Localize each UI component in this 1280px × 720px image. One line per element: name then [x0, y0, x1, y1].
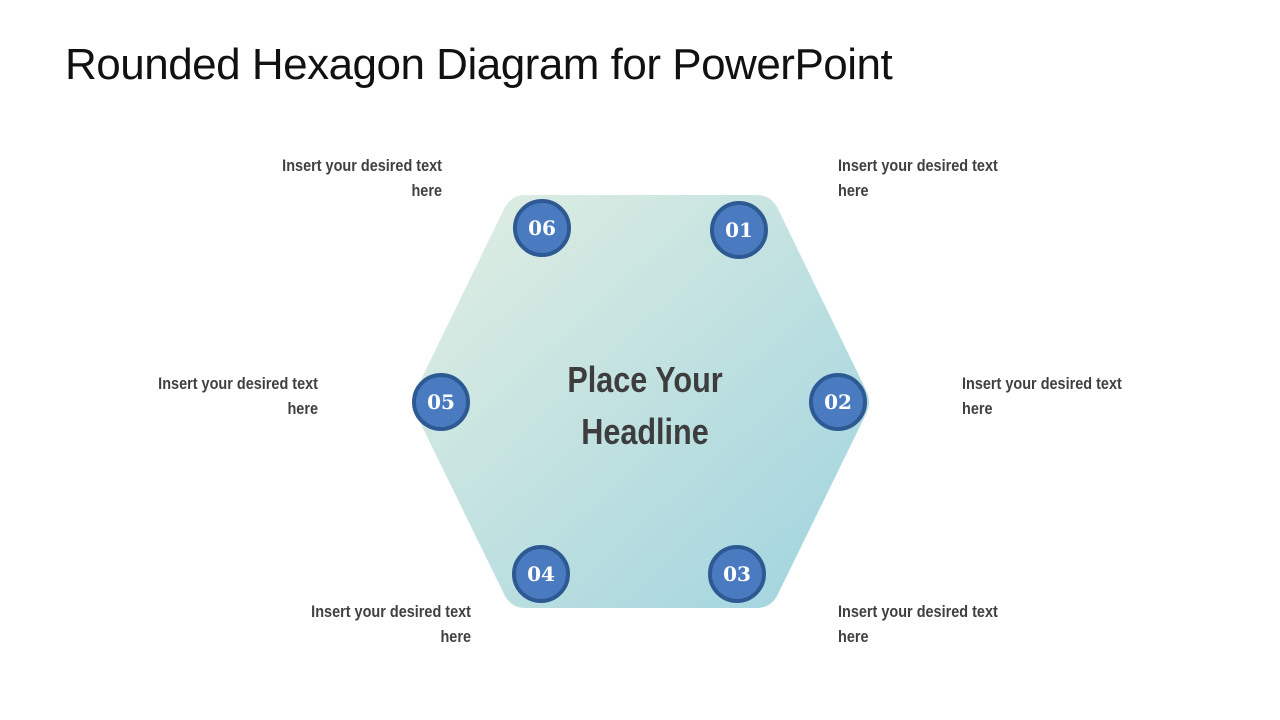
- node-03: 03: [708, 545, 766, 603]
- label-03-line-1: Insert your desired text: [838, 602, 998, 621]
- headline-line-1: Place Your: [567, 359, 723, 400]
- label-01: Insert your desired text here: [838, 153, 1000, 203]
- node-04: 04: [512, 545, 570, 603]
- label-03: Insert your desired text here: [838, 599, 1000, 649]
- label-05: Insert your desired text here: [157, 371, 318, 421]
- label-06: Insert your desired text here: [281, 153, 442, 203]
- label-06-line-1: Insert your desired text: [282, 156, 442, 175]
- node-05: 05: [412, 373, 470, 431]
- label-05-line-1: Insert your desired text: [158, 374, 318, 393]
- label-01-line-1: Insert your desired text: [838, 156, 998, 175]
- slide-title: Rounded Hexagon Diagram for PowerPoint: [65, 40, 893, 89]
- label-02-line-1: Insert your desired text: [962, 374, 1122, 393]
- label-04-line-2: here: [440, 627, 471, 646]
- label-06-line-2: here: [411, 181, 442, 200]
- label-02-line-2: here: [962, 399, 993, 418]
- node-06: 06: [513, 199, 571, 257]
- label-03-line-2: here: [838, 627, 869, 646]
- node-02: 02: [809, 373, 867, 431]
- headline-line-2: Headline: [581, 411, 709, 452]
- label-04-line-1: Insert your desired text: [311, 602, 471, 621]
- label-02: Insert your desired text here: [962, 371, 1124, 421]
- label-01-line-2: here: [838, 181, 869, 200]
- node-01: 01: [710, 201, 768, 259]
- label-05-line-2: here: [287, 399, 318, 418]
- label-04: Insert your desired text here: [310, 599, 471, 649]
- center-headline: Place Your Headline: [539, 354, 752, 458]
